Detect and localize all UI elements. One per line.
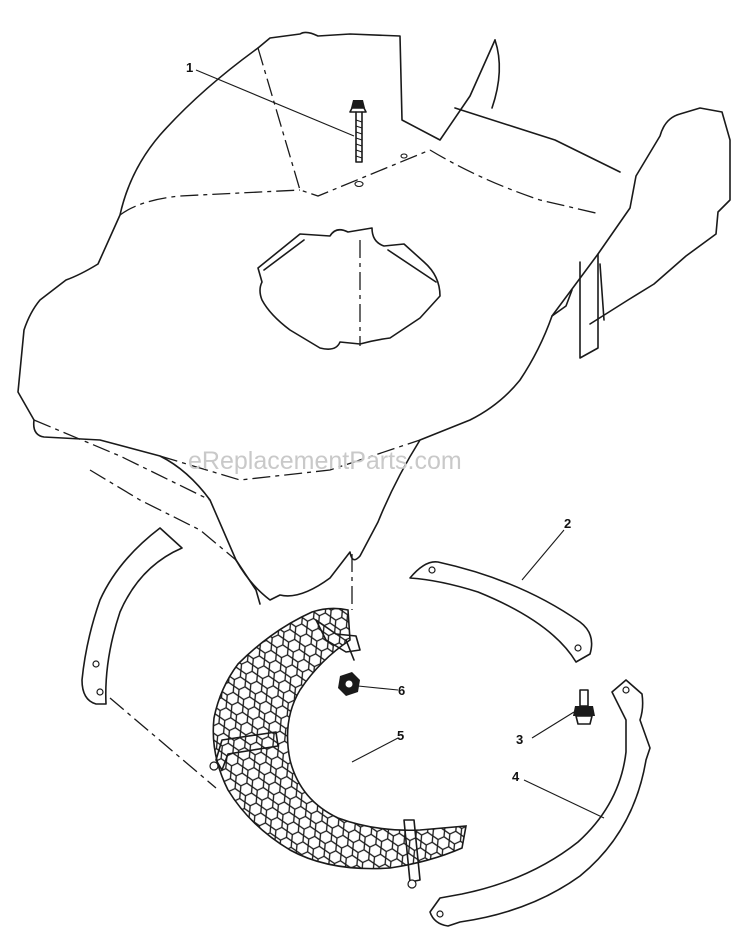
callout-6: 6 [398,683,405,698]
callout-4: 4 [512,769,520,784]
callout-1: 1 [186,60,193,75]
mesh-screen-part-5 [209,607,467,889]
callout-5: 5 [397,728,404,743]
nut-part-6 [338,672,360,696]
screw-part-3 [573,689,595,725]
callout-3: 3 [516,732,523,747]
baffle-strip-part-2 [409,561,593,663]
curved-strip-part-4 [429,679,651,927]
bolt-part-1 [349,100,367,163]
watermark-text: eReplacementParts.com [188,447,462,475]
leader-lines [195,69,605,819]
mower-deck-housing [17,31,731,610]
left-curved-strip [81,527,217,789]
callout-2: 2 [564,516,571,531]
